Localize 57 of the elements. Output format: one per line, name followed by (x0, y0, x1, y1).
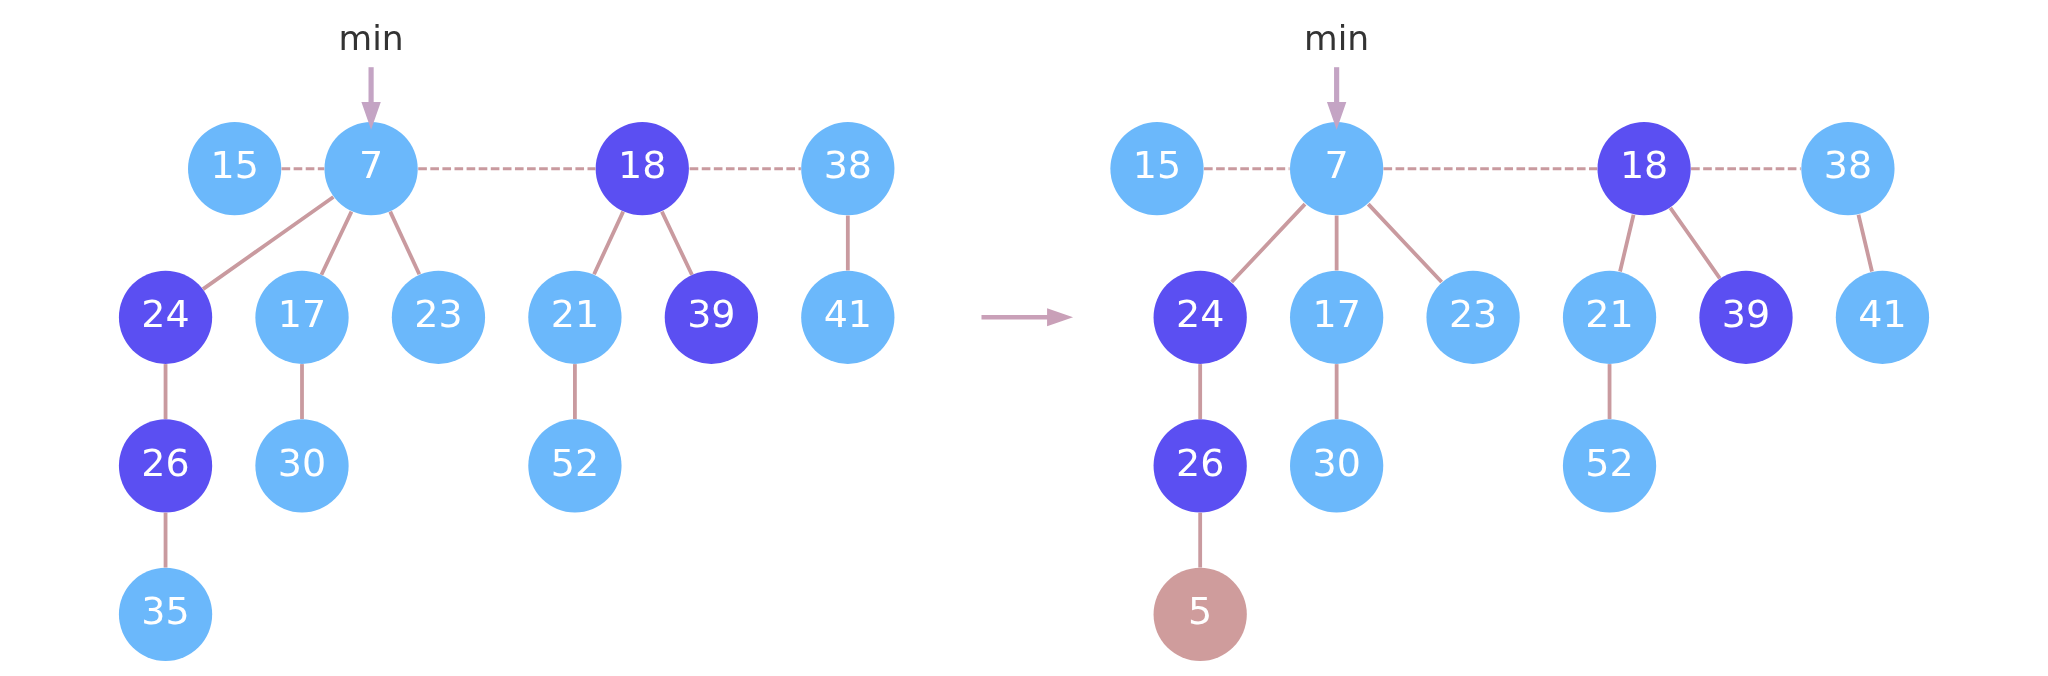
node-circle: 41 (1835, 270, 1930, 364)
connector (300, 364, 304, 419)
node-circle: 15 (1110, 122, 1204, 216)
connector (689, 167, 801, 171)
node-circle: 35 (118, 567, 213, 661)
node-circle: 38 (801, 122, 895, 216)
connector (1366, 202, 1443, 284)
connector (1334, 364, 1339, 419)
node-circle: 21 (528, 270, 622, 364)
node-text: min (1304, 17, 1370, 58)
connector (1618, 214, 1636, 272)
node-circle: 5 (1153, 567, 1247, 661)
node-circle: 52 (528, 419, 622, 513)
node-circle: 18 (595, 122, 689, 216)
arrow (361, 67, 381, 130)
node-text: min (338, 17, 404, 58)
connector (163, 364, 168, 419)
node-circle: 17 (255, 270, 349, 364)
connector (1607, 364, 1612, 419)
connector (1856, 214, 1874, 272)
connector (845, 215, 850, 271)
node-circle: 7 (1290, 122, 1384, 216)
connector (1198, 512, 1203, 568)
connector (1691, 167, 1801, 171)
connector (1198, 364, 1203, 419)
node-circle: 41 (801, 270, 895, 364)
node-circle: 7 (324, 122, 418, 216)
node-circle: 17 (1290, 270, 1384, 364)
connector (573, 364, 577, 419)
node-circle: 21 (1562, 270, 1657, 364)
node-circle: 26 (118, 419, 213, 513)
node-circle: 18 (1597, 122, 1691, 216)
node-circle: 23 (1426, 270, 1520, 364)
node-circle: 30 (1290, 419, 1384, 513)
connector (418, 167, 596, 171)
connector (163, 512, 168, 568)
node-circle: 38 (1801, 122, 1895, 216)
connector (1230, 202, 1307, 284)
connector (660, 210, 694, 276)
node-circle: 24 (118, 270, 213, 364)
node-circle: 26 (1153, 419, 1247, 513)
node-circle: 23 (391, 270, 486, 364)
node-circle: 52 (1562, 419, 1657, 513)
arrow (1326, 67, 1347, 130)
connector (388, 210, 421, 276)
connector (281, 167, 325, 171)
connector (201, 195, 335, 291)
node-circle: 30 (255, 419, 349, 513)
connector (1383, 167, 1598, 171)
connector (592, 210, 625, 276)
connector (1668, 206, 1722, 280)
connector (1334, 215, 1339, 271)
node-circle: 39 (664, 270, 758, 364)
node-circle: 24 (1153, 270, 1247, 364)
connector (319, 210, 354, 276)
node-circle: 15 (188, 122, 282, 216)
node-circle: 39 (1699, 270, 1793, 364)
